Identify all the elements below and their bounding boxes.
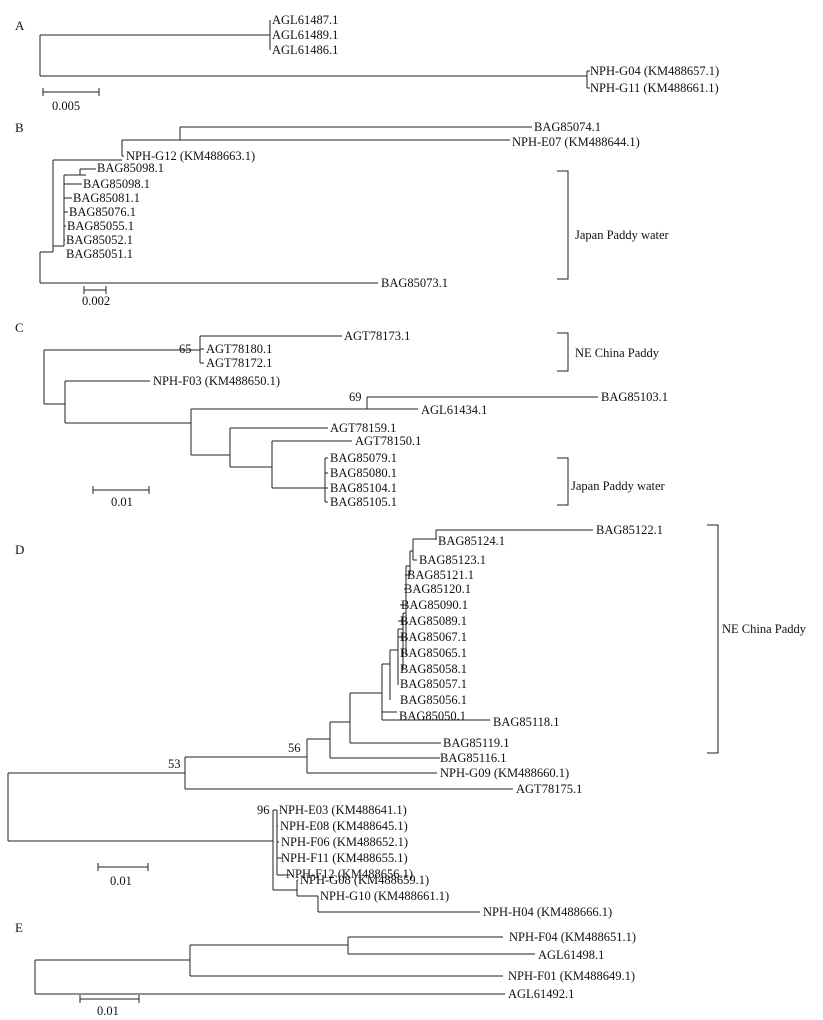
scale-bar-label: 0.005 <box>52 99 80 113</box>
taxon-label: BAG85076.1 <box>69 205 136 219</box>
taxon-label: NPH-H04 (KM488666.1) <box>483 905 612 919</box>
taxon-label: BAG85055.1 <box>67 219 134 233</box>
taxon-label: BAG85052.1 <box>66 233 133 247</box>
taxon-label: AGL61489.1 <box>272 28 338 42</box>
panel-e: E NPH-F04 (KM488651.1) AGL61498.1 NPH-F0… <box>15 920 636 1018</box>
taxon-label: BAG85074.1 <box>534 120 601 134</box>
scale-bar-label: 0.002 <box>82 294 110 308</box>
bootstrap-value: 65 <box>179 342 192 356</box>
taxon-label: AGL61487.1 <box>272 13 338 27</box>
taxon-label: NPH-G10 (KM488661.1) <box>320 889 449 903</box>
group-label: Japan Paddy water <box>571 479 666 493</box>
taxon-label: NPH-G08 (KM488659.1) <box>300 873 429 887</box>
taxon-label: NPH-F04 (KM488651.1) <box>509 930 636 944</box>
taxon-label: BAG85104.1 <box>330 481 397 495</box>
taxon-label: BAG85105.1 <box>330 495 397 509</box>
taxon-label: NPH-F12 (KM488656.1) <box>286 867 413 881</box>
panel-c: C AGT78173.1 AGT78180.1 AGT78172.1 NPH-F… <box>15 320 668 509</box>
group-label: NE China Paddy <box>722 622 807 636</box>
taxon-label: NPH-G11 (KM488661.1) <box>590 81 719 95</box>
taxon-label: NPH-G09 (KM488660.1) <box>440 766 569 780</box>
taxon-label: BAG85119.1 <box>443 736 510 750</box>
taxon-label: AGT78175.1 <box>516 782 582 796</box>
taxon-label: BAG85116.1 <box>440 751 507 765</box>
taxon-label: BAG85103.1 <box>601 390 668 404</box>
taxon-label: NPH-G12 (KM488663.1) <box>126 149 255 163</box>
taxon-label: AGL61492.1 <box>508 987 574 1001</box>
scale-bar <box>79 995 140 1003</box>
taxon-label: BAG85081.1 <box>73 191 140 205</box>
group-bracket <box>707 524 719 754</box>
panel-d-label: D <box>15 542 24 557</box>
taxon-label: NPH-F06 (KM488652.1) <box>281 835 408 849</box>
taxon-label: BAG85080.1 <box>330 466 397 480</box>
taxon-label: AGL61486.1 <box>272 43 338 57</box>
taxon-label: BAG85122.1 <box>596 523 663 537</box>
taxon-label: BAG85124.1 <box>438 534 505 548</box>
panel-d: D BAG85122.1 BAG85124.1 BAG85123.1 BAG85… <box>7 523 807 919</box>
panel-d-branches <box>7 529 593 913</box>
panel-b-branches <box>39 126 532 284</box>
panel-e-label: E <box>15 920 23 935</box>
bootstrap-value: 56 <box>288 741 301 755</box>
taxon-label: BAG85120.1 <box>404 582 471 596</box>
taxon-label: AGT78150.1 <box>355 434 421 448</box>
taxon-label: BAG85079.1 <box>330 451 397 465</box>
taxon-label: AGT78159.1 <box>330 421 396 435</box>
panel-e-branches <box>34 936 535 995</box>
taxon-label: AGL61434.1 <box>421 403 487 417</box>
panel-a-branches <box>39 20 590 89</box>
taxon-label: BAG85067.1 <box>400 630 467 644</box>
group-label: Japan Paddy water <box>575 228 670 242</box>
group-bracket <box>557 332 569 372</box>
taxon-label: NPH-F03 (KM488650.1) <box>153 374 280 388</box>
taxon-label: AGL61498.1 <box>538 948 604 962</box>
scale-bar <box>92 486 150 494</box>
taxon-label: BAG85057.1 <box>400 677 467 691</box>
taxon-label: NPH-E08 (KM488645.1) <box>280 819 408 833</box>
taxon-label: AGT78173.1 <box>344 329 410 343</box>
taxon-label: NPH-G04 (KM488657.1) <box>590 64 719 78</box>
taxon-label: BAG85089.1 <box>400 614 467 628</box>
taxon-label: BAG85118.1 <box>493 715 560 729</box>
taxon-label: NPH-F01 (KM488649.1) <box>508 969 635 983</box>
taxon-label: NPH-E07 (KM488644.1) <box>512 135 640 149</box>
group-bracket <box>557 170 569 280</box>
scale-bar-label: 0.01 <box>111 495 133 509</box>
group-label: NE China Paddy <box>575 346 660 360</box>
taxon-label: BAG85121.1 <box>407 568 474 582</box>
taxon-label: AGT78172.1 <box>206 356 272 370</box>
scale-bar <box>42 88 100 96</box>
panel-a: A AGL61487.1 AGL61489.1 AGL61486.1 NPH-G… <box>15 13 719 113</box>
taxon-label: BAG85056.1 <box>400 693 467 707</box>
taxon-label: BAG85050.1 <box>399 709 466 723</box>
panel-a-label: A <box>15 18 25 33</box>
taxon-label: AGT78180.1 <box>206 342 272 356</box>
scale-bar-label: 0.01 <box>110 874 132 888</box>
taxon-label: BAG85098.1 <box>83 177 150 191</box>
panel-c-label: C <box>15 320 24 335</box>
taxon-label: BAG85123.1 <box>419 553 486 567</box>
panel-b-label: B <box>15 120 24 135</box>
taxon-label: BAG85051.1 <box>66 247 133 261</box>
panel-c-branches <box>43 335 598 503</box>
taxon-label: BAG85090.1 <box>401 598 468 612</box>
bootstrap-value: 69 <box>349 390 362 404</box>
group-bracket <box>557 457 569 506</box>
taxon-label: BAG85058.1 <box>400 662 467 676</box>
taxon-label: BAG85073.1 <box>381 276 448 290</box>
scale-bar-label: 0.01 <box>97 1004 119 1018</box>
panel-b: B BAG85074.1 NPH-E07 (KM488644.1) NPH-G1… <box>15 120 670 308</box>
scale-bar <box>83 286 107 294</box>
taxon-label: BAG85065.1 <box>400 646 467 660</box>
scale-bar <box>97 863 149 871</box>
bootstrap-value: 96 <box>257 803 270 817</box>
taxon-label: NPH-E03 (KM488641.1) <box>279 803 407 817</box>
taxon-label: BAG85098.1 <box>97 161 164 175</box>
taxon-label: NPH-F11 (KM488655.1) <box>281 851 408 865</box>
bootstrap-value: 53 <box>168 757 181 771</box>
